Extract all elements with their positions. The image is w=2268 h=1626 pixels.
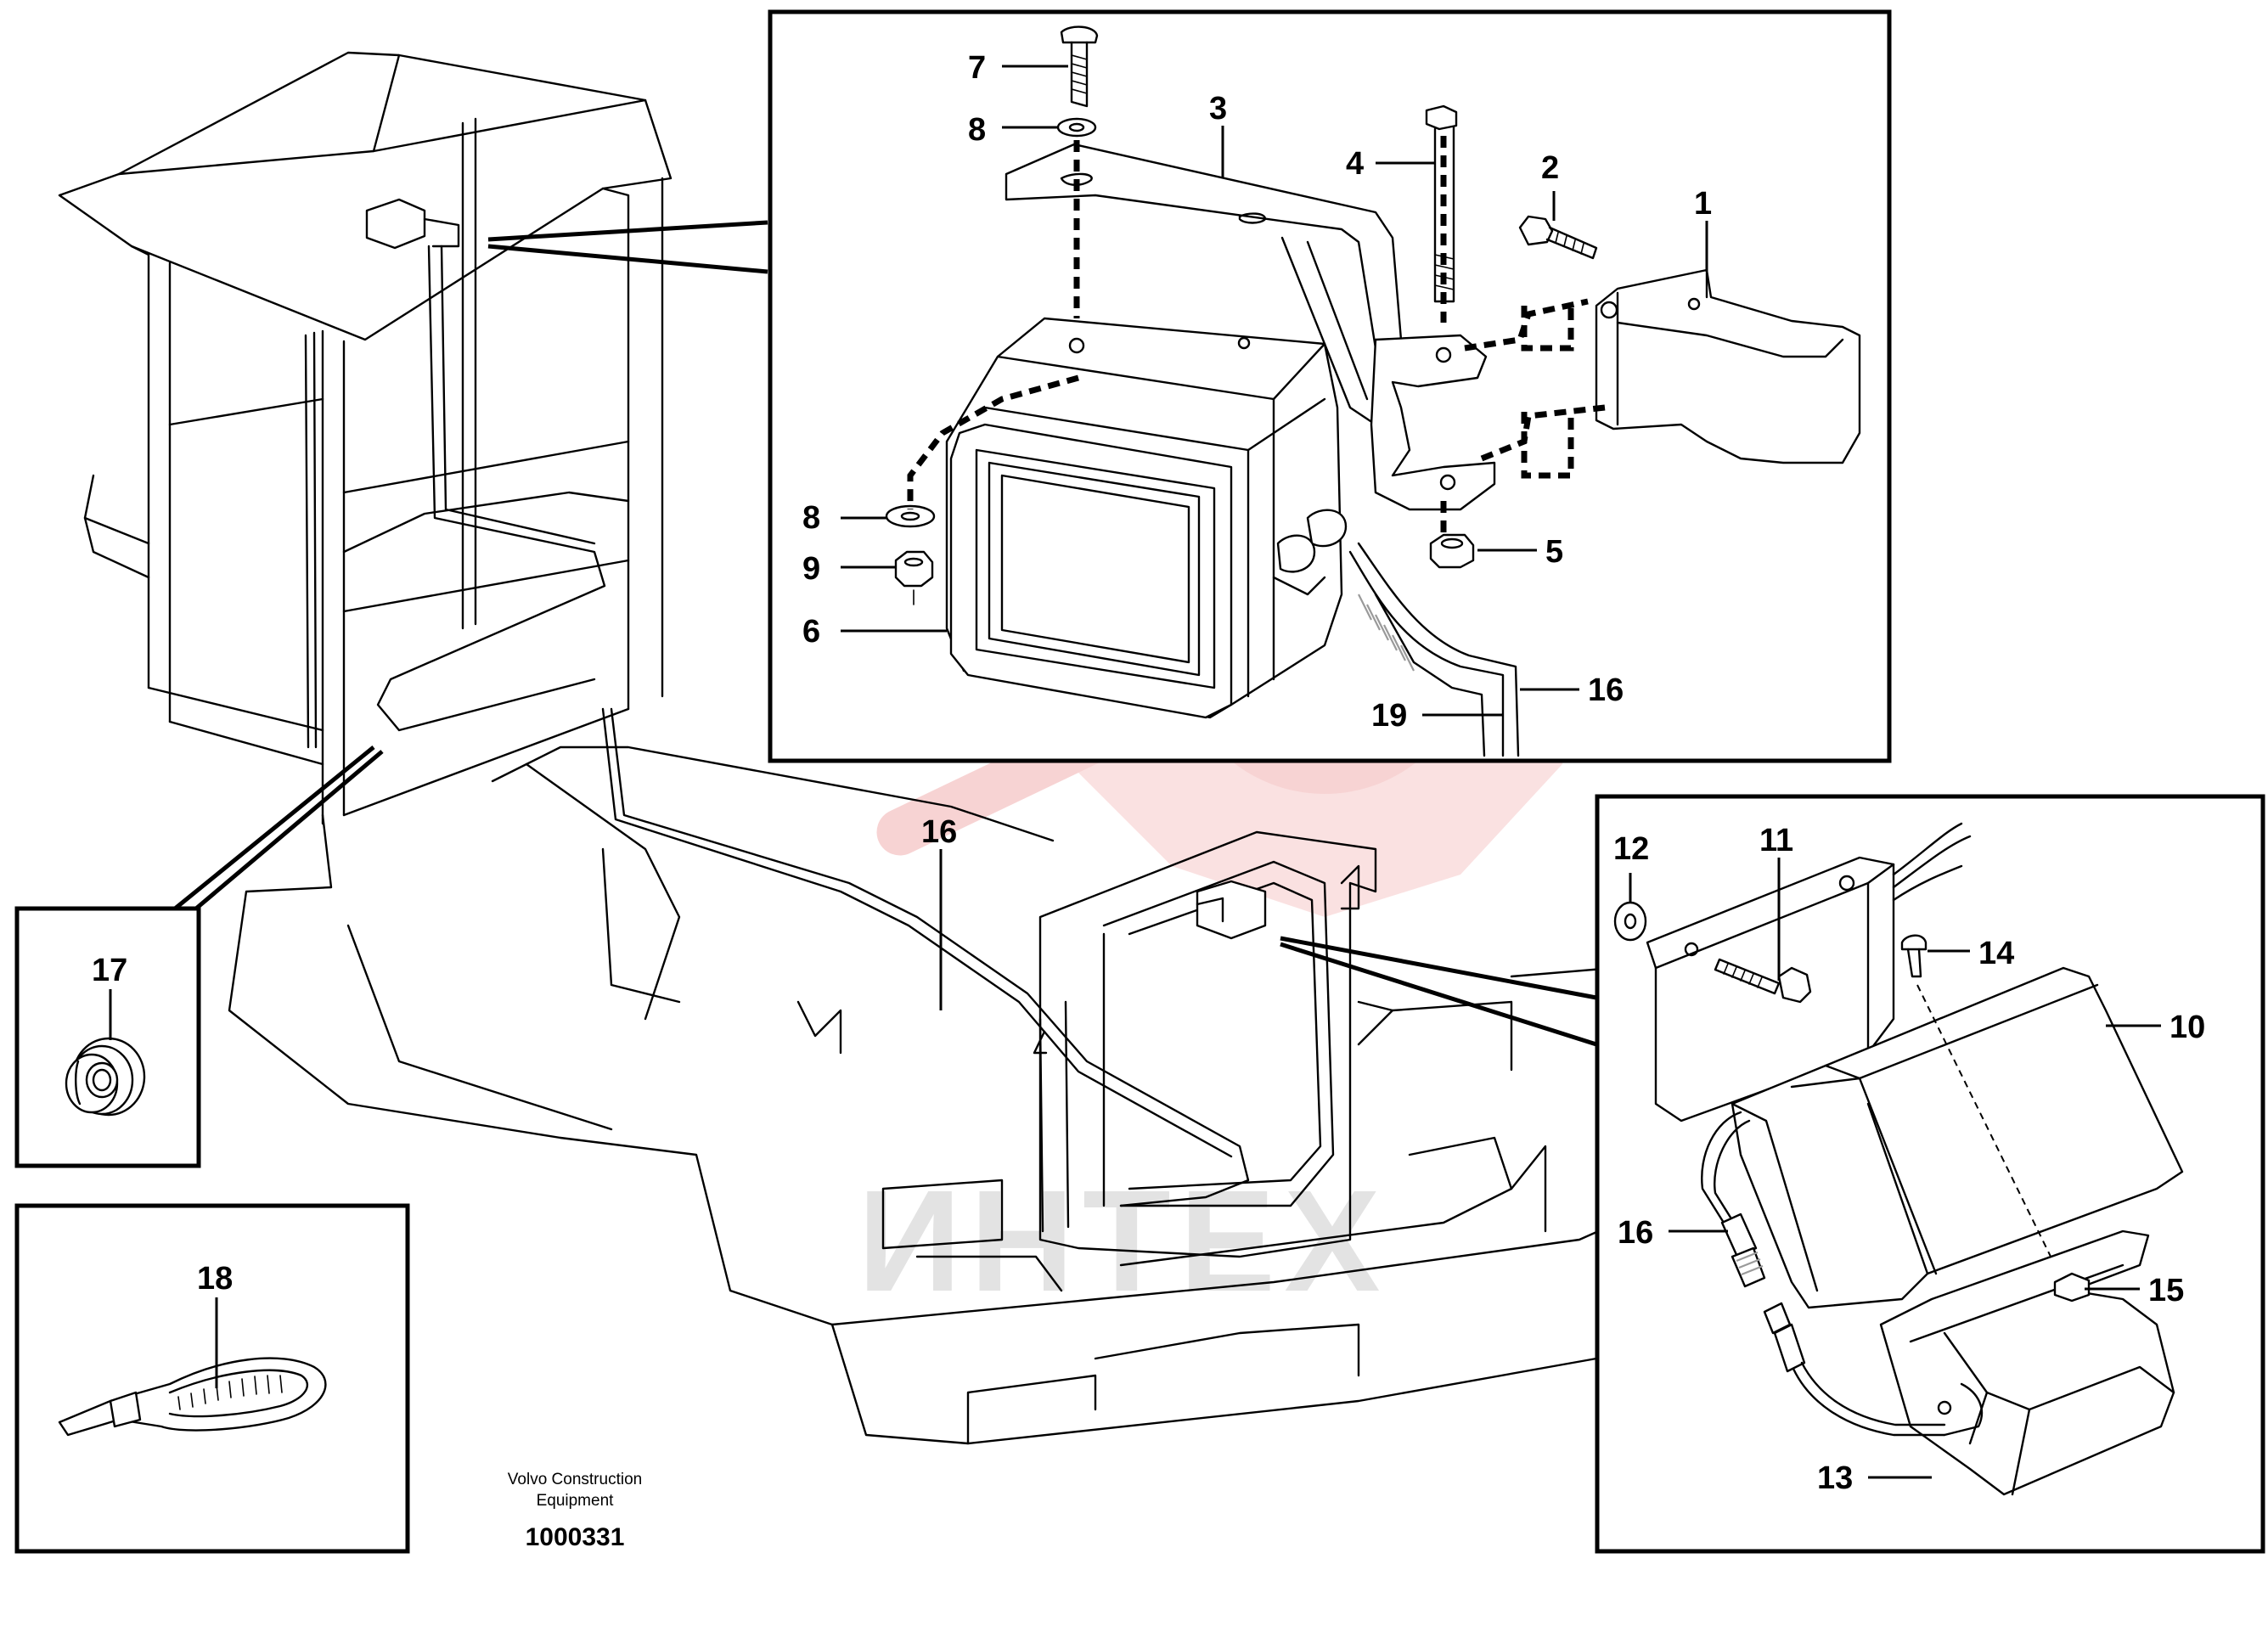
callout-2: 2	[1541, 150, 1559, 186]
callout-18: 18	[197, 1261, 233, 1297]
brand-line-2: Equipment	[537, 1492, 615, 1510]
callout-16-monitor: 16	[1588, 672, 1624, 708]
callouts: 7 8 3 4 2 1 5 8 9 6 19 16 16 12 11 14 10…	[92, 50, 2205, 1496]
detail-leaders	[168, 220, 1597, 1047]
callout-4: 4	[1346, 146, 1364, 182]
callout-14: 14	[1978, 936, 2014, 971]
callout-11: 11	[1759, 823, 1793, 858]
callout-10: 10	[2170, 1010, 2205, 1045]
callout-5: 5	[1545, 534, 1563, 570]
callout-leaders	[109, 65, 2161, 1479]
callout-7: 7	[968, 50, 986, 86]
callout-15: 15	[2148, 1273, 2184, 1308]
callout-8-top: 8	[968, 112, 986, 148]
callout-16-body: 16	[921, 814, 957, 850]
callout-17: 17	[92, 953, 127, 988]
detail-grommet	[14, 906, 201, 1168]
callout-9: 9	[802, 551, 820, 587]
callout-13: 13	[1817, 1460, 1853, 1496]
callout-8-left: 8	[802, 500, 820, 536]
drawing-number: 1000331	[526, 1523, 625, 1551]
callout-6: 6	[802, 614, 820, 650]
footer: Volvo Construction Equipment 1000331	[508, 1471, 642, 1551]
callout-3: 3	[1209, 91, 1227, 127]
brand-line-1: Volvo Construction	[508, 1471, 642, 1488]
callout-19: 19	[1371, 698, 1407, 734]
detail-camera	[1595, 794, 2265, 1554]
callout-16-camera: 16	[1618, 1215, 1653, 1251]
detail-cable-tie	[14, 1203, 410, 1554]
callout-12: 12	[1613, 831, 1649, 867]
watermark-text: ИНТЕХ	[858, 1161, 1389, 1322]
excavator-cab	[58, 51, 673, 825]
callout-1: 1	[1694, 186, 1712, 222]
detail-monitor	[768, 9, 1892, 763]
excavator-body	[228, 707, 1751, 1445]
